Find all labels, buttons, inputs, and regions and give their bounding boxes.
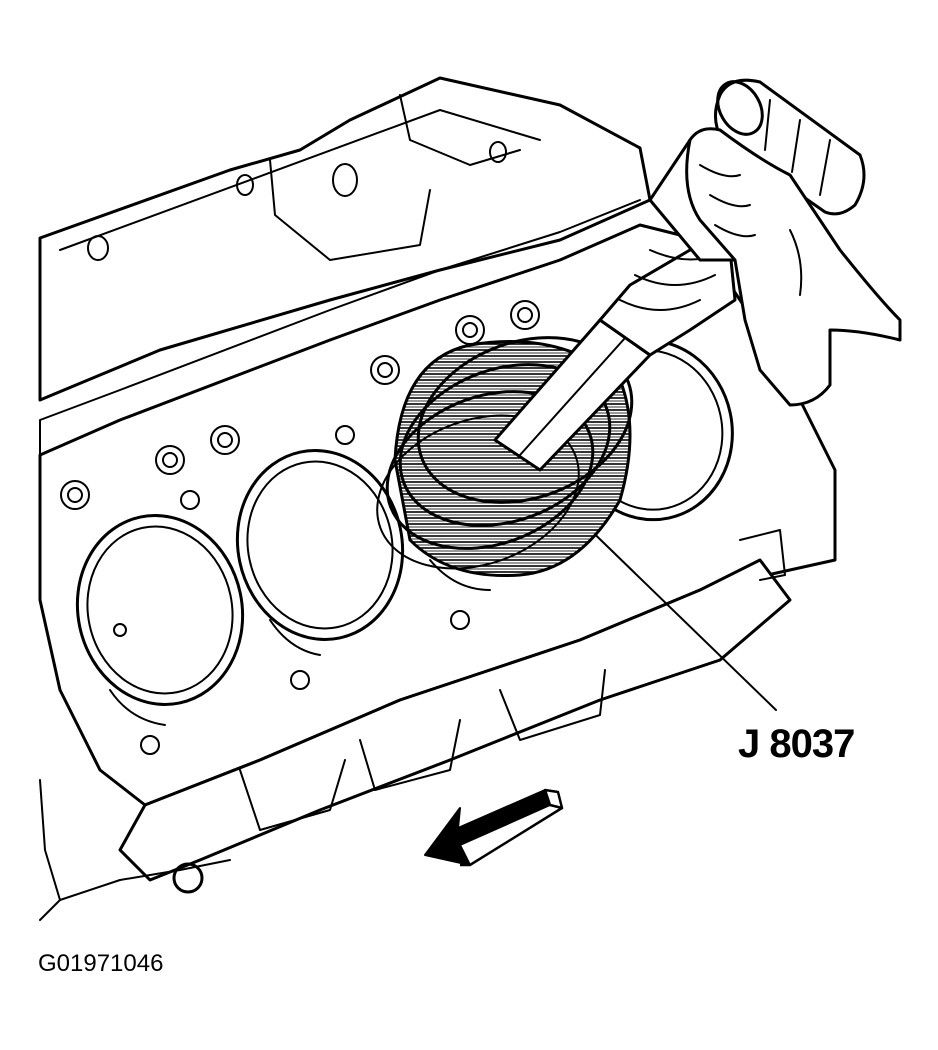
direction-arrow-icon [424, 788, 564, 867]
engine-block-rear-deck [38, 76, 652, 402]
tool-callout-label: J 8037 [738, 722, 855, 766]
cylinder-bore-1 [75, 514, 245, 706]
callout-leader-line [574, 514, 777, 711]
cylinder-bore-2 [235, 449, 405, 641]
crankcase-side [39, 529, 792, 921]
figure-identifier: G01971046 [38, 950, 164, 977]
engine-mount-bolt [172, 862, 204, 894]
technician-hand [685, 127, 902, 407]
hammer-tool [493, 78, 866, 472]
